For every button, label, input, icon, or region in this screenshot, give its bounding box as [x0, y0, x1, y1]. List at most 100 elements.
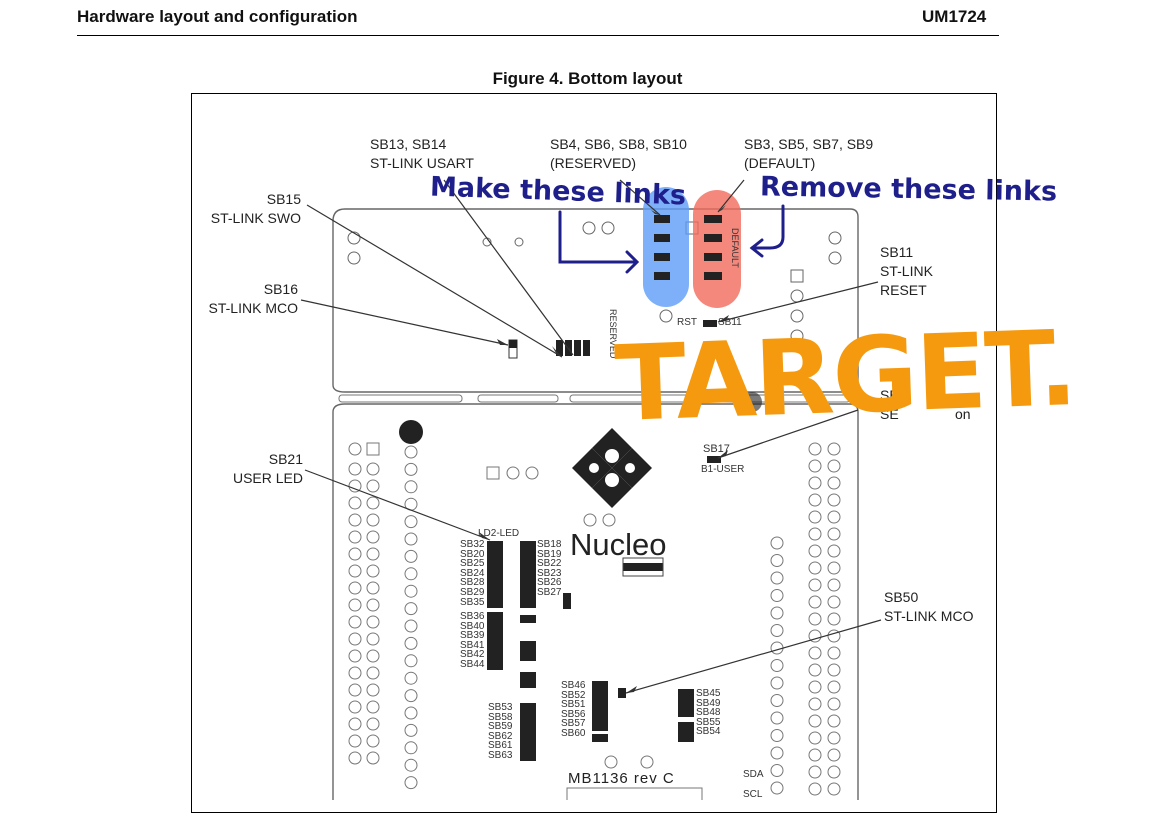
header-pin [808, 578, 822, 592]
sb-label: SB59 [488, 721, 513, 733]
header-pin [827, 748, 841, 762]
header-pin [808, 459, 822, 473]
header-pin [827, 544, 841, 558]
callout-sb17-line2: SE [880, 406, 899, 422]
sb-label: SB62 [488, 730, 513, 742]
header-pin [404, 671, 418, 685]
header-pin [827, 442, 841, 456]
usart-pads [556, 340, 590, 356]
callout-sb15: SB15 ST-LINK SWO [200, 190, 301, 228]
header-pin [770, 554, 784, 567]
header-pin [808, 561, 822, 575]
header-pin [404, 758, 418, 772]
header-pin [404, 723, 418, 737]
callout-sb15-line1: SB15 [266, 191, 301, 207]
header-pin [348, 530, 362, 544]
header-pin [770, 624, 784, 637]
header-pin [770, 536, 784, 550]
header-pin [404, 706, 418, 720]
header-pin [366, 717, 380, 731]
leader-lines [300, 179, 882, 694]
header-pin [808, 697, 822, 711]
header-pin [808, 493, 822, 507]
callout-sb3-line1: SB3, SB5, SB7, SB9 [744, 136, 874, 152]
callout-sb50-line1: SB50 [884, 589, 919, 605]
callout-sb21-line2: USER LED [232, 470, 303, 486]
header-pin [827, 697, 841, 711]
header-pin [348, 734, 362, 748]
sb-label: SB32 [460, 539, 485, 550]
header-pin [827, 595, 841, 609]
header-pin [808, 442, 822, 456]
remove-links-annotation: Remove these links [759, 171, 1058, 208]
sb-label: SB36 [460, 611, 485, 622]
sb-label: SB55 [696, 716, 721, 728]
sb-label: SB20 [460, 548, 485, 560]
header-pin [770, 764, 784, 777]
left-morpho-header [348, 442, 380, 456]
header-pin [366, 700, 380, 714]
sb-label: SB53 [488, 702, 513, 713]
header-pin [827, 629, 841, 643]
header-pin [808, 612, 822, 626]
sb-label: SB28 [460, 577, 485, 589]
header-pin [827, 646, 841, 660]
header-pin [827, 527, 841, 541]
callout-sb16-line2: ST-LINK MCO [208, 300, 298, 316]
header-pin [348, 496, 362, 510]
header-pin [404, 584, 418, 598]
header-pin [348, 632, 362, 646]
sb-label: SB48 [696, 707, 721, 719]
sb-label: SB44 [460, 658, 485, 670]
header-pin [827, 765, 841, 779]
header-pin [808, 646, 822, 660]
figure-title: Figure 4. Bottom layout [492, 69, 683, 88]
document-id: UM1724 [922, 7, 987, 26]
header-pin [366, 581, 380, 595]
header-pin [366, 666, 380, 680]
callout-sb13-sb14: SB13, SB14 ST-LINK USART [370, 135, 474, 173]
header-pin [827, 578, 841, 592]
header-pin [366, 734, 380, 748]
header-pin [770, 746, 784, 760]
header-pin [404, 532, 418, 546]
sb11-label: SB11 [718, 317, 742, 328]
header-pin [348, 479, 362, 493]
header-pin [404, 480, 418, 494]
slot-mid [477, 394, 559, 403]
sda-label: SDA [743, 769, 764, 780]
sb-label: SB18 [537, 539, 562, 550]
header-pin [808, 510, 822, 524]
sb-label: SB51 [561, 699, 586, 711]
header-pin [404, 462, 418, 476]
header-pin [404, 445, 418, 459]
header-pin [808, 629, 822, 643]
callout-sb15-line2: ST-LINK SWO [210, 210, 301, 226]
callout-sb11-line2: ST-LINK [880, 263, 933, 279]
header-pin [366, 496, 380, 510]
header-pin [366, 649, 380, 663]
header-pin [404, 654, 418, 668]
header-pin [808, 782, 822, 796]
header-pin [348, 547, 362, 561]
callout-sb50-line2: ST-LINK MCO [884, 608, 974, 624]
header-pin [808, 476, 822, 490]
callout-sb4-line2: (RESERVED) [550, 155, 637, 171]
header-pin [808, 595, 822, 609]
header-pin [770, 729, 784, 742]
header-pin [827, 476, 841, 490]
header-pin [348, 564, 362, 578]
sb17-pad [707, 456, 721, 463]
header-pin [348, 751, 362, 765]
header-pin [366, 598, 380, 612]
sb-label: SB56 [561, 708, 586, 720]
board-revision: MB1136 rev C [568, 770, 675, 787]
callout-sb13-line1: SB13, SB14 [370, 136, 447, 152]
header-pin [827, 561, 841, 575]
sb-label: SB27 [537, 586, 562, 598]
header-pin [348, 615, 362, 629]
callout-sb17-line1: SB [880, 387, 899, 403]
header-pin [808, 714, 822, 728]
